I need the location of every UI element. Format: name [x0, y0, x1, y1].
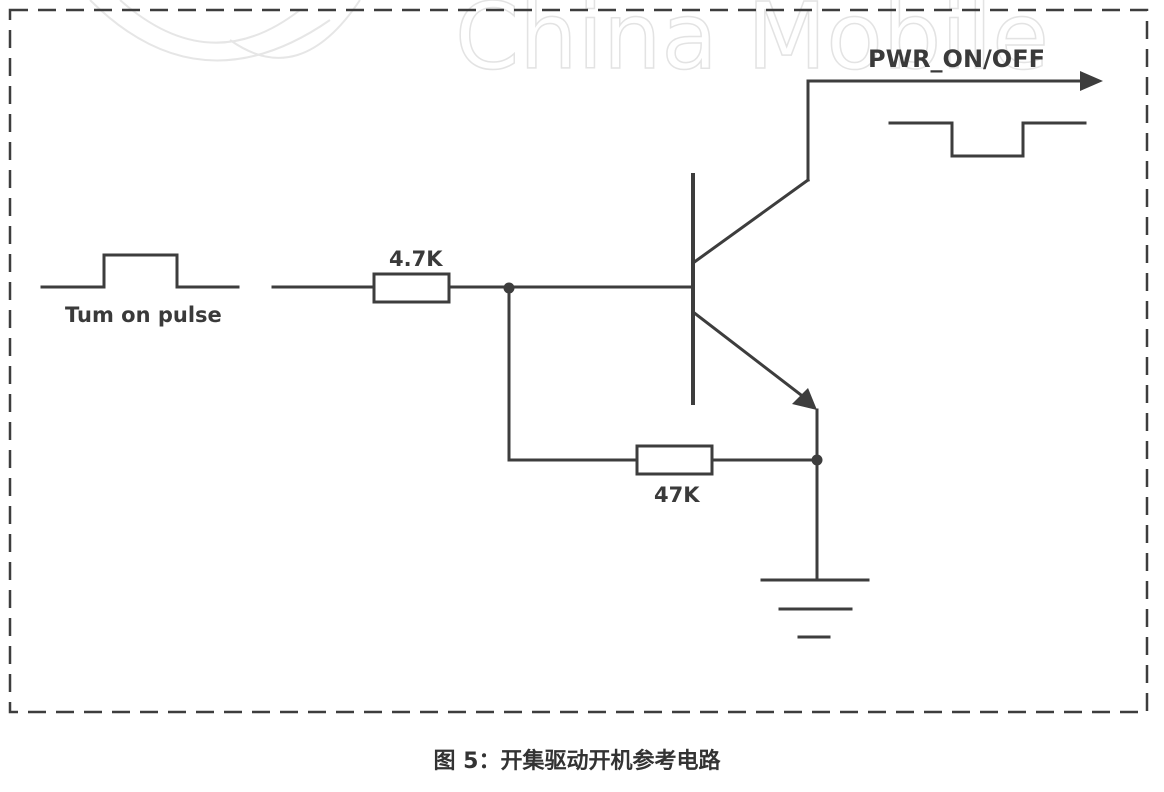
ground-symbol-icon — [760, 578, 870, 639]
output-signal-label: PWR_ON/OFF — [868, 45, 1045, 73]
watermark-logo — [89, 0, 361, 62]
npn-transistor — [690, 173, 817, 410]
collector-output-wire — [806, 79, 1084, 182]
series-resistor-4k7 — [372, 272, 451, 304]
input-pulse-waveform — [40, 253, 240, 289]
pulldown-wire-left — [507, 286, 639, 462]
transistor-collector — [690, 177, 811, 266]
figure-caption: 图 5：开集驱动开机参考电路 — [434, 748, 722, 774]
pulldown-resistor-label: 47K — [654, 483, 700, 507]
watermark-text: China Mobile — [455, 0, 1049, 90]
series-resistor-label: 4.7K — [389, 247, 443, 271]
emitter-arrow-icon — [792, 388, 817, 410]
output-pulse-waveform — [888, 121, 1087, 158]
transistor-emitter — [690, 309, 808, 401]
pulldown-resistor-47k — [635, 444, 714, 476]
input-pulse-label: Tum on pulse — [65, 303, 222, 327]
output-arrow-icon — [1080, 71, 1103, 91]
dashed-frame — [8, 8, 1149, 714]
